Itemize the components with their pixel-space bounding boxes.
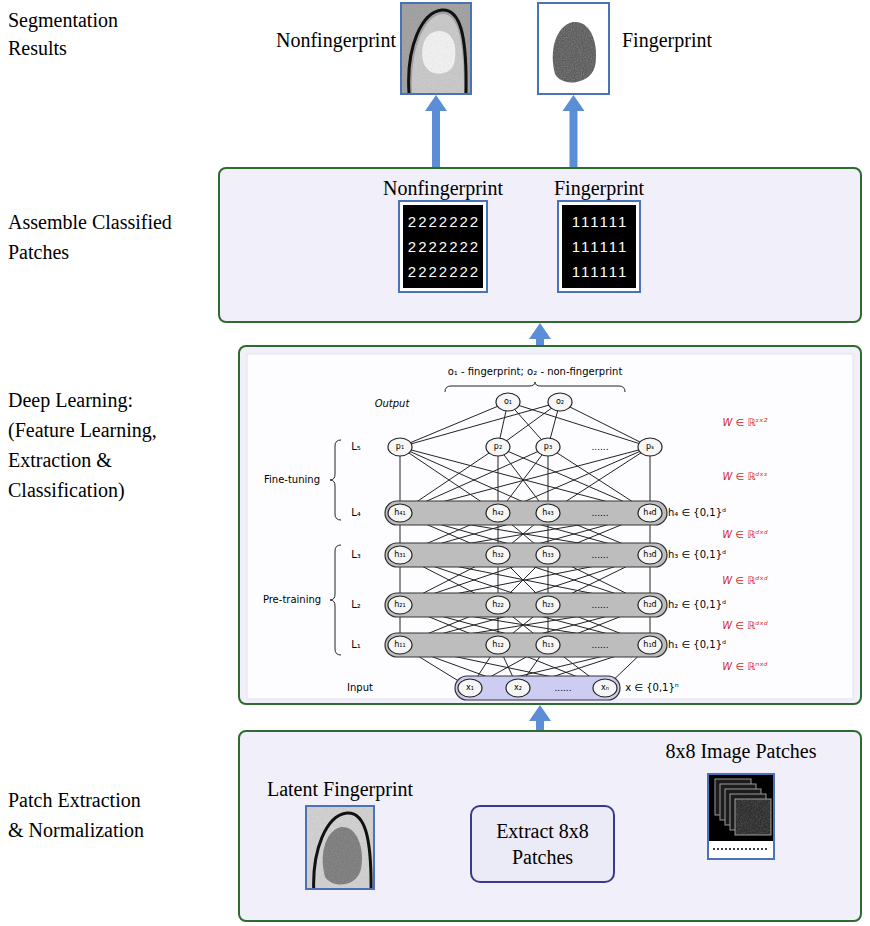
image-heading: 8x8 Image Patches <box>665 739 816 763</box>
neuron <box>638 636 662 654</box>
process-box: Extract 8x8 Patches <box>470 805 615 883</box>
stage-panel: Nonfingerprint2222222 2222222 2222222Fin… <box>218 167 862 323</box>
brace <box>330 440 341 520</box>
image-grain <box>402 4 470 93</box>
image-strip <box>709 841 773 858</box>
patch-heading: Fingerprint <box>554 176 644 200</box>
neuron <box>486 636 510 654</box>
neuron <box>548 393 572 411</box>
neuron <box>388 438 412 456</box>
image-illustration <box>709 775 773 858</box>
neuron <box>388 636 412 654</box>
patch-map: Fingerprint111111 111111 111111 <box>557 200 641 293</box>
section-heading: Segmentation Results <box>8 6 158 62</box>
layer-band <box>385 593 667 617</box>
stage-heading: Patch Extraction & Normalization <box>8 785 153 845</box>
brace <box>445 382 625 392</box>
patch-class-grid: 111111 111111 111111 <box>562 205 636 288</box>
flow-arrow <box>432 111 440 167</box>
image-heading: Latent Fingerprint <box>267 777 413 801</box>
process-label: Extract 8x8 Patches <box>484 818 601 870</box>
input-image: Latent Fingerprint <box>305 805 375 890</box>
image-illustration <box>539 4 608 93</box>
result-heading: Fingerprint <box>622 28 712 52</box>
flow-arrow <box>536 721 544 730</box>
network-illustration <box>240 347 860 703</box>
stage-heading: Deep Learning: (Feature Learning, Extrac… <box>8 385 183 505</box>
neuron <box>486 438 510 456</box>
result-heading: Nonfingerprint <box>276 28 396 52</box>
neuron <box>536 546 560 564</box>
neuron <box>536 504 560 522</box>
brace <box>330 545 341 655</box>
figure-ground <box>247 354 853 699</box>
image-strip-line <box>713 848 769 850</box>
flow-arrow <box>570 111 578 167</box>
stage-panel: Deep Learning: (Feature Learning, Extrac… <box>238 345 862 705</box>
weight-line <box>400 402 560 447</box>
stage-panel: Latent FingerprintExtract 8x8 Patches8x8… <box>238 730 862 922</box>
stage-heading: Assemble Classified Patches <box>8 207 208 267</box>
image-ground <box>539 4 608 93</box>
result-image: Nonfingerprint <box>400 2 472 95</box>
image-arc <box>314 813 371 888</box>
layer-band <box>385 633 667 657</box>
neuron <box>458 679 482 697</box>
image-illustration <box>307 807 373 888</box>
neuron <box>536 636 560 654</box>
patch-map: Nonfingerprint2222222 2222222 2222222 <box>398 200 488 293</box>
neuron <box>486 504 510 522</box>
weight-line <box>560 402 650 447</box>
image-grain <box>735 799 771 835</box>
image-ground <box>709 775 773 858</box>
image-illustration <box>402 4 470 93</box>
neuron <box>388 596 412 614</box>
patch-heading: Nonfingerprint <box>383 176 503 200</box>
neuron <box>638 546 662 564</box>
layer-band <box>385 543 667 567</box>
neuron <box>593 679 617 697</box>
neuron <box>638 504 662 522</box>
image-arc <box>409 10 466 93</box>
patch-stack-image: 8x8 Image Patches <box>707 773 775 860</box>
neuron <box>536 438 560 456</box>
neuron <box>388 546 412 564</box>
layer-band <box>385 501 667 525</box>
result-image: Fingerprint <box>537 2 610 95</box>
image-ground <box>402 4 470 93</box>
layer-band <box>455 676 620 700</box>
neuron <box>536 596 560 614</box>
neuron <box>506 679 530 697</box>
patch-class-grid: 2222222 2222222 2222222 <box>403 205 483 288</box>
neuron <box>388 504 412 522</box>
neuron <box>486 546 510 564</box>
image-grain <box>539 4 608 93</box>
neuron <box>638 596 662 614</box>
neuron <box>486 596 510 614</box>
neuron <box>496 393 520 411</box>
neuron <box>638 438 662 456</box>
